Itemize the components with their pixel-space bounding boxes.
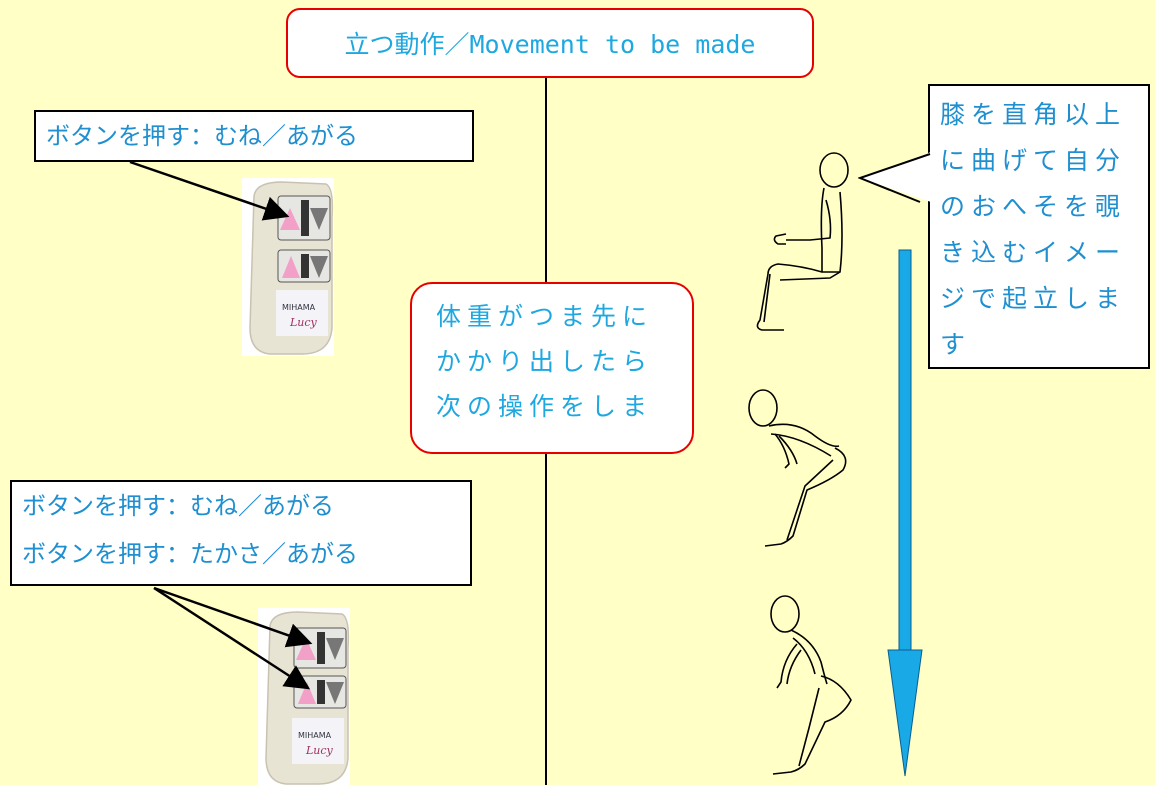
pointer-arrow-bottom-2 <box>153 586 311 690</box>
bottom-left-label-2: ボタンを押す：たかさ／あがる <box>22 540 358 568</box>
center-note-line-2: かかり出したら <box>436 347 654 376</box>
right-note-line-6: す <box>940 330 972 359</box>
rising-figure <box>748 389 847 547</box>
svg-text:Lucy: Lucy <box>289 316 318 329</box>
title-text: 立つ動作／Movement to be made <box>344 30 756 59</box>
right-note-line-4: き込むイメー <box>940 238 1127 267</box>
bottom-left-label-box: ボタンを押す：むね／あがる ボタンを押す：たかさ／あがる <box>10 480 472 586</box>
svg-text:Lucy: Lucy <box>305 744 334 757</box>
right-note-line-2: に曲げて自分 <box>940 146 1127 175</box>
right-note-line-5: ジで起立しま <box>940 284 1127 313</box>
pointer-arrow-bottom-1 <box>153 586 313 648</box>
top-left-label: ボタンを押す：むね／あがる <box>46 122 358 150</box>
title-box: 立つ動作／Movement to be made <box>286 8 814 78</box>
remote-logo-top: MIHAMA <box>282 303 316 312</box>
center-note-line-3: 次の操作をしま <box>436 392 654 421</box>
callout-pointer <box>858 152 931 203</box>
standing-figure <box>770 595 852 775</box>
right-note-line-3: のおへそを覗 <box>940 192 1127 221</box>
center-note-box: 体重がつま先に かかり出したら 次の操作をしま <box>410 282 694 454</box>
top-left-label-box: ボタンを押す：むね／あがる <box>34 110 474 162</box>
remote-control-image-bottom: MIHAMA Lucy <box>258 608 350 785</box>
bottom-left-label-1: ボタンを押す：むね／あがる <box>22 492 334 520</box>
right-note-box: 膝を直角以上 に曲げて自分 のおへそを覗 き込むイメー ジで起立しま す <box>928 84 1150 369</box>
down-arrow-icon <box>887 249 923 777</box>
sitting-figure <box>756 152 849 331</box>
center-note-line-1: 体重がつま先に <box>436 302 654 331</box>
right-note-line-1: 膝を直角以上 <box>940 100 1127 129</box>
pointer-arrow-top <box>129 160 290 221</box>
remote-logo-bottom: MIHAMA <box>298 731 332 740</box>
